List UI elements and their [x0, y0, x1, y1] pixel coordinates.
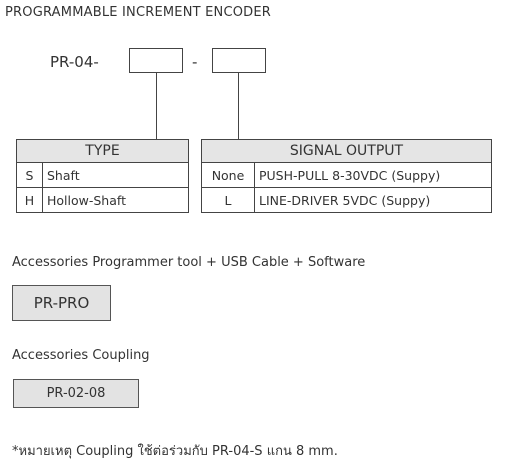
type-table: TYPE S Shaft H Hollow-Shaft	[16, 139, 189, 213]
table-row: L LINE-DRIVER 5VDC (Suppy)	[201, 187, 492, 213]
table-row: H Hollow-Shaft	[16, 187, 189, 213]
model-separator: -	[192, 53, 198, 71]
signal-code: L	[201, 187, 255, 213]
accessory-programmer-part: PR-PRO	[12, 285, 111, 321]
accessory-coupling-label: Accessories Coupling	[12, 348, 150, 363]
type-code: S	[16, 162, 43, 188]
type-table-header: TYPE	[16, 139, 189, 163]
type-code-box	[129, 48, 183, 73]
type-connector-line	[156, 73, 157, 139]
signal-desc: PUSH-PULL 8-30VDC (Suppy)	[254, 162, 492, 188]
type-desc: Shaft	[42, 162, 189, 188]
signal-table-header: SIGNAL OUTPUT	[201, 139, 492, 163]
table-row: S Shaft	[16, 162, 189, 188]
table-row: None PUSH-PULL 8-30VDC (Suppy)	[201, 162, 492, 188]
signal-code-box	[212, 48, 266, 73]
type-desc: Hollow-Shaft	[42, 187, 189, 213]
signal-code: None	[201, 162, 255, 188]
signal-connector-line	[238, 73, 239, 139]
model-prefix: PR-04-	[50, 53, 99, 71]
signal-desc: LINE-DRIVER 5VDC (Suppy)	[254, 187, 492, 213]
signal-output-table: SIGNAL OUTPUT None PUSH-PULL 8-30VDC (Su…	[201, 139, 492, 213]
footnote: *หมายเหตุ Coupling ใช้ต่อร่วมกับ PR-04-S…	[12, 444, 338, 459]
accessory-coupling-part: PR-02-08	[13, 379, 139, 408]
type-code: H	[16, 187, 43, 213]
accessory-programmer-label: Accessories Programmer tool + USB Cable …	[12, 255, 366, 270]
page-title: PROGRAMMABLE INCREMENT ENCODER	[5, 5, 272, 20]
